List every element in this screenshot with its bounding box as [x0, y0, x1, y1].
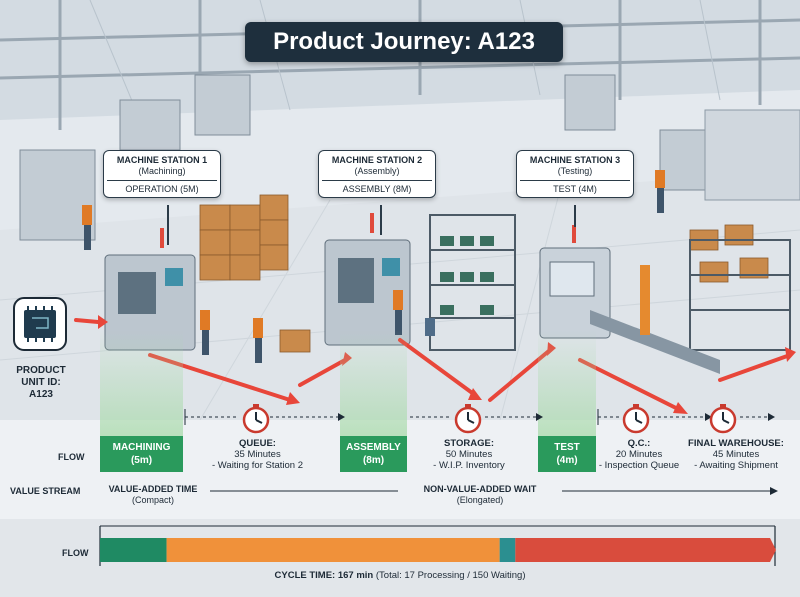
station-2-sub: (Assembly): [354, 166, 400, 176]
va-block-test-line2: (4m): [556, 455, 578, 466]
station-2-name: MACHINE STATION 2: [331, 155, 423, 165]
cycle-time: CYCLE TIME: 167 min (Total: 17 Processin…: [0, 570, 800, 581]
wait-warehouse-detail: - Awaiting Shipment: [694, 460, 778, 471]
va-block-assembly: ASSEMBLY (8m): [340, 436, 407, 472]
page-title: Product Journey: A123: [245, 22, 563, 62]
va-block-machining-line1: MACHINING: [112, 442, 171, 453]
factory-scene: [0, 0, 800, 420]
timer-icon-warehouse: [709, 404, 737, 434]
timer-icon-queue: [242, 404, 270, 434]
non-value-added-wait: NON-VALUE-ADDED WAIT (Elongated): [400, 484, 560, 506]
va-block-test-line1: TEST: [554, 442, 580, 453]
station-2-callout: MACHINE STATION 2 (Assembly) ASSEMBLY (8…: [318, 150, 436, 198]
cycle-time-head: CYCLE TIME: 167 min: [274, 570, 374, 581]
va-block-machining-line2: (5m): [130, 455, 153, 466]
wait-queue-duration: 35 Minutes: [234, 449, 281, 460]
wait-qc-detail: - Inspection Queue: [598, 460, 680, 471]
station-3-pin: [574, 205, 576, 227]
va-block-test: TEST (4m): [538, 436, 596, 472]
station-3-sub: (Testing): [557, 166, 593, 176]
product-unit-label: PRODUCT UNIT ID: A123: [6, 365, 76, 401]
wait-queue-head: QUEUE:: [239, 438, 276, 449]
station-3-callout: MACHINE STATION 3 (Testing) TEST (4m): [516, 150, 634, 198]
value-added-time: VALUE-ADDED TIME (Compact): [93, 484, 213, 506]
station-1-callout: MACHINE STATION 1 (Machining) OPERATION …: [103, 150, 221, 198]
timer-icon-qc: [622, 404, 650, 434]
wait-warehouse-duration: 45 Minutes: [712, 449, 760, 460]
va-glow-3: [538, 330, 596, 436]
cycle-band: [0, 519, 800, 597]
non-value-added-sub: (Elongated): [456, 495, 504, 505]
va-glow-2: [340, 330, 407, 436]
va-block-assembly-line1: ASSEMBLY: [346, 442, 401, 453]
value-added-sub: (Compact): [131, 495, 174, 505]
va-glow-1: [100, 330, 183, 436]
machine-station-1: [104, 228, 196, 351]
va-block-machining: MACHINING (5m): [100, 436, 183, 472]
cycle-flow-label: FLOW: [62, 548, 89, 558]
wait-storage: STORAGE: 50 Minutes - W.I.P. Inventory: [415, 438, 523, 471]
wait-warehouse: FINAL WAREHOUSE: 45 Minutes - Awaiting S…: [676, 438, 796, 471]
wait-queue-detail: - Waiting for Station 2: [212, 460, 303, 471]
product-label-line3: A123: [29, 389, 53, 400]
non-value-added-title: NON-VALUE-ADDED WAIT: [423, 484, 537, 494]
value-added-title: VALUE-ADDED TIME: [108, 484, 198, 494]
machine-station-3: [539, 225, 720, 374]
station-1-name: MACHINE STATION 1: [116, 155, 208, 165]
station-3-operation: TEST (4m): [520, 180, 630, 194]
va-block-assembly-line2: (8m): [362, 455, 385, 466]
value-stream-label: VALUE STREAM: [10, 486, 81, 496]
station-2-pin: [380, 205, 382, 235]
station-2-operation: ASSEMBLY (8m): [322, 180, 432, 194]
cycle-time-detail: (Total: 17 Processing / 150 Waiting): [375, 570, 526, 581]
product-label-line2: UNIT ID:: [21, 377, 61, 388]
microchip-icon: [13, 297, 67, 351]
wait-storage-head: STORAGE:: [444, 438, 494, 449]
timer-icon-storage: [454, 404, 482, 434]
wait-warehouse-head: FINAL WAREHOUSE:: [688, 438, 784, 449]
machine-station-2: [324, 213, 411, 346]
station-1-operation: OPERATION (5m): [107, 180, 217, 194]
wait-storage-detail: - W.I.P. Inventory: [433, 460, 505, 471]
wait-timeline: [184, 409, 775, 425]
flow-label: FLOW: [58, 452, 85, 462]
wait-qc: Q.C.: 20 Minutes - Inspection Queue: [590, 438, 688, 471]
station-1-sub: (Machining): [138, 166, 186, 176]
wait-qc-head: Q.C.:: [627, 438, 651, 449]
value-stream-arrow: [210, 487, 778, 495]
product-label-line1: PRODUCT: [16, 365, 66, 376]
wait-qc-duration: 20 Minutes: [615, 449, 663, 460]
wait-queue: QUEUE: 35 Minutes - Waiting for Station …: [200, 438, 315, 471]
wait-storage-duration: 50 Minutes: [445, 449, 493, 460]
station-3-name: MACHINE STATION 3: [529, 155, 621, 165]
station-1-pin: [167, 205, 169, 245]
